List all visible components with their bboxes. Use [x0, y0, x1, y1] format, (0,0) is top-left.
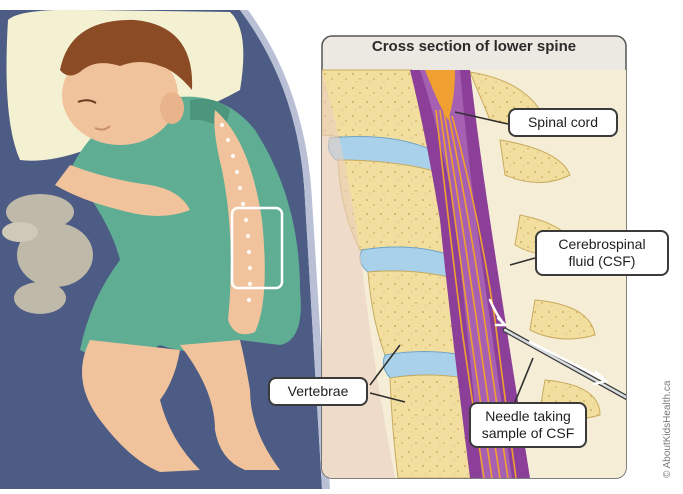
panel-title: Cross section of lower spine [322, 38, 626, 55]
label-vertebrae: Vertebrae [268, 377, 368, 406]
disc [383, 352, 465, 379]
label-needle-line1: Needle taking [479, 408, 577, 425]
copyright-credit: © AboutKidsHealth.ca [662, 381, 673, 478]
label-needle-line2: sample of CSF [479, 425, 577, 442]
ear [160, 92, 184, 124]
label-csf: Cerebrospinal fluid (CSF) [535, 230, 669, 276]
label-csf-line1: Cerebrospinal [545, 236, 659, 253]
left-scene [0, 0, 330, 489]
label-vertebrae-text: Vertebrae [288, 383, 349, 399]
label-csf-line2: fluid (CSF) [545, 253, 659, 270]
label-spinal-cord: Spinal cord [508, 108, 618, 137]
label-needle: Needle taking sample of CSF [469, 402, 587, 448]
label-spinal-cord-text: Spinal cord [528, 114, 598, 130]
